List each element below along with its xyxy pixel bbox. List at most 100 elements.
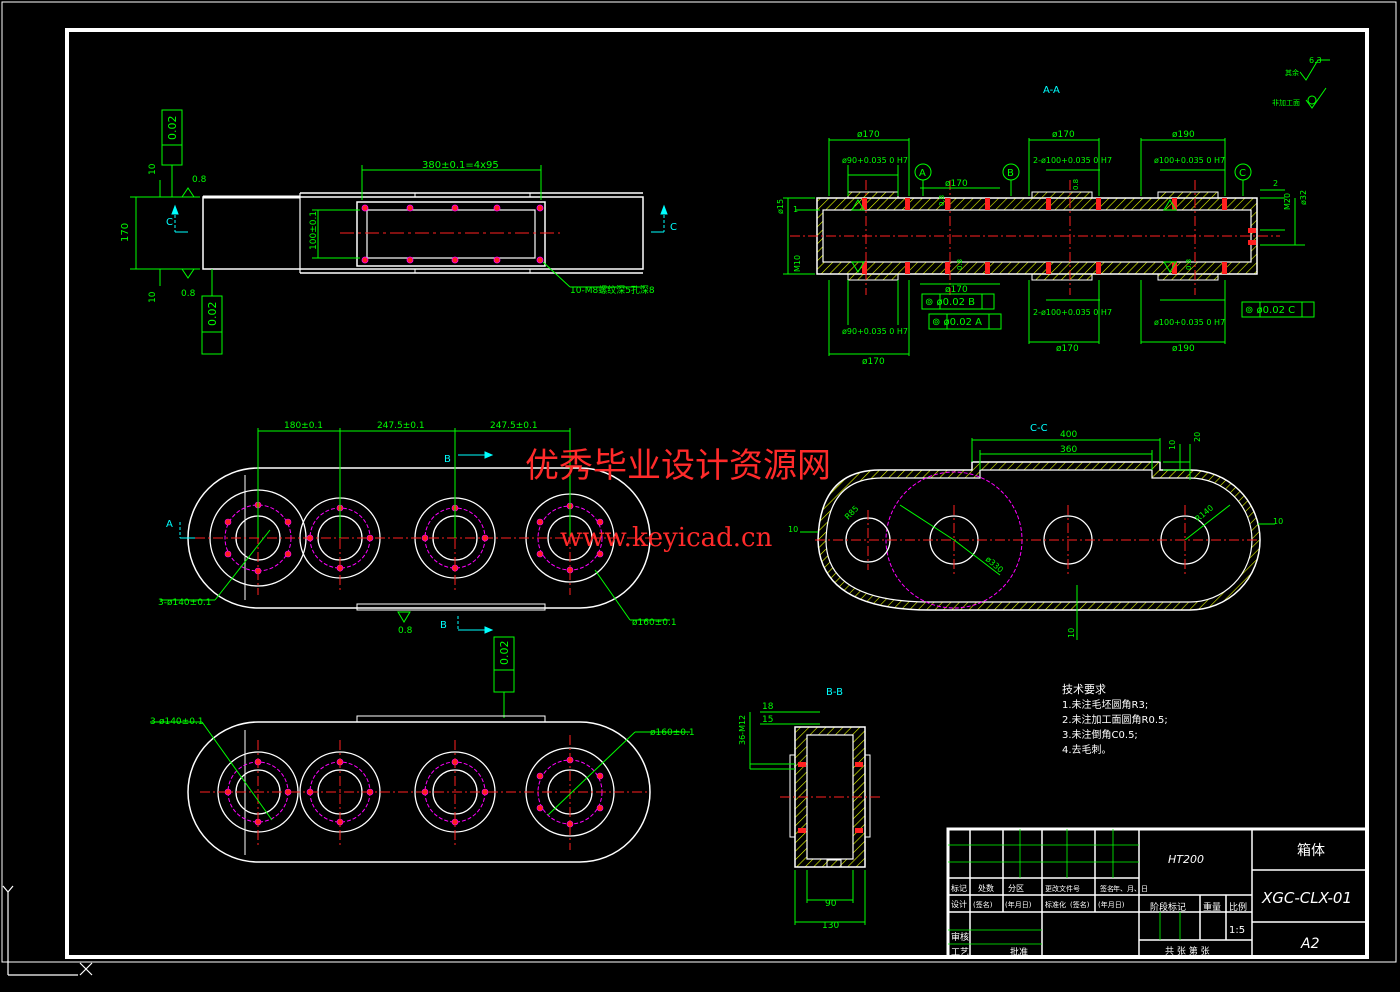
top-dim-length: 380±0.1=4x95 — [422, 160, 499, 171]
top-plan-view: 380±0.1=4x95 100±0.1 170 10 10 0.8 0.8 0… — [120, 109, 677, 355]
front-view: 180±0.1 247.5±0.1 247.5±0.1 3-ø140±0.1 ø… — [158, 421, 677, 718]
title-weight: 重量 — [1203, 901, 1221, 913]
section-a-side-1: 1 — [793, 205, 798, 214]
front-hole-note-2: ø160±0.1 — [632, 618, 677, 628]
title-row2-0: 设计 — [951, 899, 967, 909]
section-a-dim-bottom-2: ø190 — [1172, 344, 1195, 354]
section-b-thread: 36-M12 — [738, 715, 747, 745]
legend-unmachined: 非加工面 — [1272, 98, 1300, 107]
section-c-dim-360: 360 — [1060, 445, 1077, 455]
section-a-frame-a: ⊚ ø0.02 A — [932, 317, 982, 328]
drawing-frame-border — [65, 28, 1369, 959]
title-process: 工艺 — [951, 947, 969, 958]
section-b-dim-90: 90 — [825, 899, 837, 909]
title-row2-5: (年月日) — [1098, 900, 1125, 909]
section-a-datum-b: B — [1007, 168, 1014, 179]
top-dim-height: 100±0.1 — [309, 211, 319, 250]
section-c-c-view: C-C — [788, 423, 1283, 640]
technical-requirements: 技术要求 1.未注毛坯圆角R3; 2.未注加工面圆角R0.5; 3.未注倒角C0… — [1062, 683, 1168, 756]
section-a-dim-bottom-1: ø170 — [1056, 344, 1079, 354]
section-c-dim-10c: 10 — [1273, 517, 1283, 526]
title-approve: 批准 — [1010, 946, 1028, 958]
section-a-fit-lower-0: ø90+0.035 0 H7 — [842, 327, 908, 336]
section-a-roughness-2: 0.8 — [956, 259, 964, 270]
title-row2-4: (签名) — [1070, 900, 1090, 909]
section-a-dim-inner-0: ø170 — [945, 179, 968, 189]
section-a-side-2: 2 — [1273, 179, 1278, 188]
tech-req-item-0: 1.未注毛坯圆角R3; — [1062, 698, 1148, 711]
section-a-title: A-A — [1043, 85, 1060, 96]
section-a-roughness-0: 0.8 — [938, 195, 946, 206]
section-a-fit-upper-2: ø100+0.035 0 H7 — [1154, 156, 1225, 165]
section-a-dim-bottom-0: ø170 — [862, 357, 885, 367]
title-stage-mark: 阶段标记 — [1150, 901, 1186, 913]
section-a-roughness-1: 0.8 — [1072, 179, 1080, 190]
section-a-dim-inner-1: ø170 — [945, 285, 968, 295]
section-a-fit-lower-2: ø100+0.035 0 H7 — [1154, 318, 1225, 327]
section-b-dim-18: 18 — [762, 702, 774, 712]
section-c-dim-20: 20 — [1193, 432, 1202, 442]
watermark-url: www.keyicad.cn — [560, 523, 773, 553]
front-hole-note: 3-ø140±0.1 — [158, 598, 212, 608]
top-dim-10-top: 10 — [148, 163, 158, 175]
title-row1-0: 标记 — [951, 883, 967, 893]
top-section-label-right: C — [670, 222, 677, 233]
top-section-label-left: C — [166, 217, 173, 228]
section-a-dim-top-1: ø170 — [1052, 130, 1075, 140]
front-dim-2: 247.5±0.1 — [377, 421, 425, 431]
section-a-a-view: A-A — [776, 85, 1315, 367]
front-tolerance: 0.02 — [498, 641, 511, 666]
title-review: 审核 — [951, 931, 969, 943]
section-a-datum-a: A — [919, 168, 926, 179]
top-thread-note: 10-M8螺纹深5孔深8 — [570, 284, 655, 296]
front-dim-1: 180±0.1 — [284, 421, 323, 431]
title-row2-2: (年月日) — [1005, 900, 1032, 909]
section-c-title: C-C — [1030, 423, 1048, 434]
section-c-dim-400: 400 — [1060, 430, 1077, 440]
section-a-roughness-3: 0.8 — [1185, 259, 1193, 270]
section-a-dim-top-2: ø190 — [1172, 130, 1195, 140]
bottom-view: 3-ø140±0.1 ø160±0.1 — [150, 715, 695, 863]
top-roughness-bot: 0.8 — [181, 289, 196, 299]
bottom-hole-note: 3-ø140±0.1 — [150, 717, 204, 727]
section-a-dim-top-0: ø170 — [857, 130, 880, 140]
front-view-a: A — [166, 519, 173, 530]
section-b-b-view: B-B 18 15 36-M12 90 130 — [738, 687, 880, 931]
surface-finish-legend: 其余 6.3 非加工面 — [1272, 56, 1330, 109]
title-row1-4: 签名 — [1100, 884, 1114, 893]
bottom-hole-note-2: ø160±0.1 — [650, 728, 695, 738]
section-a-side-m10: M10 — [793, 255, 802, 272]
tech-req-item-1: 2.未注加工面圆角R0.5; — [1062, 713, 1168, 726]
section-a-side-d32: ø32 — [1299, 190, 1308, 205]
section-a-datum-c: C — [1239, 168, 1246, 179]
section-b-dim-130: 130 — [822, 921, 839, 931]
title-material: HT200 — [1168, 853, 1204, 866]
section-a-frame-b: ⊚ ø0.02 B — [925, 297, 975, 308]
title-sheet-size: A2 — [1300, 936, 1320, 952]
legend-other: 其余 — [1285, 68, 1299, 77]
front-view-b-bot: B — [440, 620, 447, 631]
title-row1-2: 分区 — [1008, 884, 1024, 893]
tech-req-item-3: 4.去毛刺。 — [1062, 744, 1112, 756]
sheet-outer-border — [1, 1, 1397, 963]
top-tolerance-bot: 0.02 — [206, 302, 219, 327]
top-roughness-top: 0.8 — [192, 175, 207, 185]
title-row2-1: (签名) — [973, 900, 993, 909]
watermark-title: 优秀毕业设计资源网 — [525, 446, 831, 486]
section-a-frame-c: ⊚ ø0.02 C — [1245, 305, 1295, 316]
front-dim-3: 247.5±0.1 — [490, 421, 538, 431]
top-dim-10-bot: 10 — [148, 291, 158, 303]
section-b-title: B-B — [826, 687, 843, 698]
tech-req-item-2: 3.未注倒角C0.5; — [1062, 728, 1138, 741]
legend-value: 6.3 — [1309, 56, 1322, 65]
front-roughness: 0.8 — [398, 626, 413, 636]
watermark: 优秀毕业设计资源网 www.keyicad.cn — [525, 446, 831, 553]
section-b-dim-15: 15 — [762, 715, 773, 725]
section-c-dim-10d: 10 — [1067, 628, 1076, 638]
title-row1-3: 更改文件号 — [1045, 884, 1080, 893]
ucs-axis-icon — [2, 885, 93, 976]
section-a-fit-upper-0: ø90+0.035 0 H7 — [842, 156, 908, 165]
title-row2-3: 标准化 — [1045, 900, 1066, 909]
section-c-dim-10b: 10 — [788, 525, 798, 534]
